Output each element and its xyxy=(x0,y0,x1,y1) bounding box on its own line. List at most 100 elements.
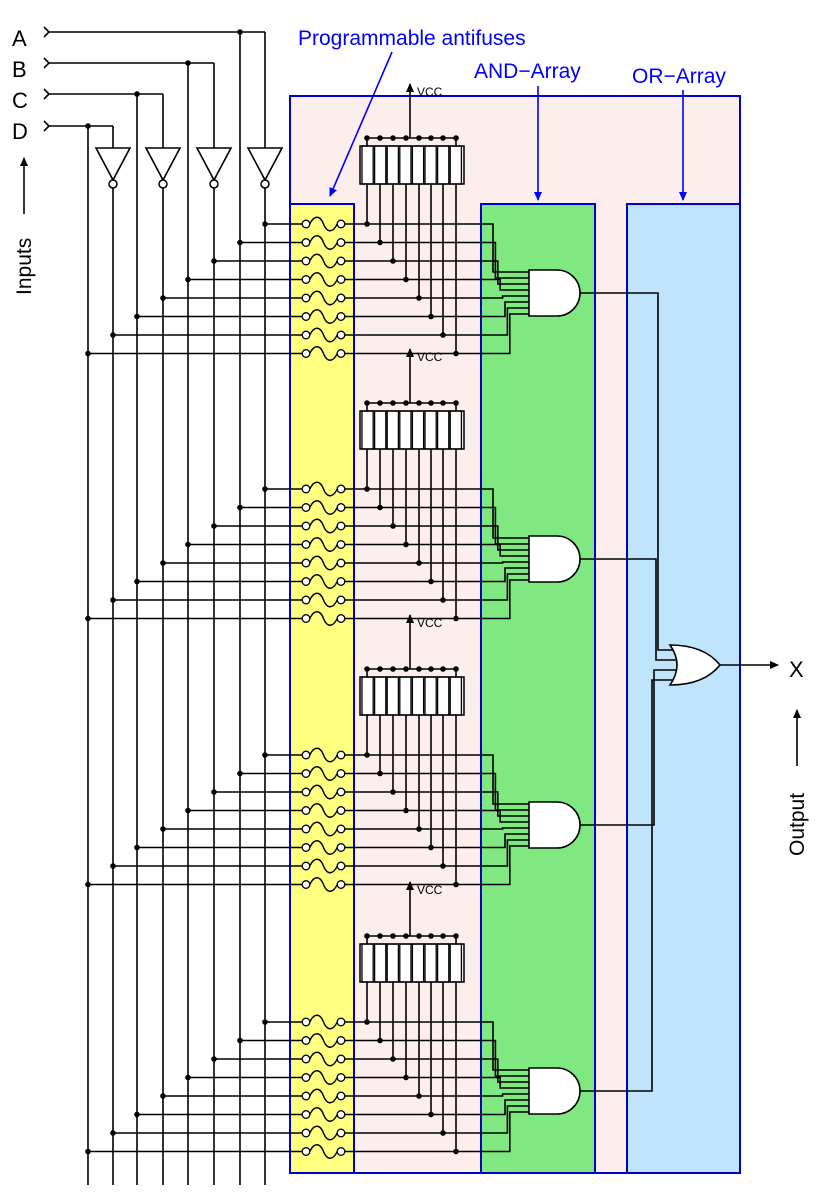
or-input-wire xyxy=(580,679,680,1092)
resistor-bank xyxy=(359,145,465,185)
antifuse-link xyxy=(309,766,338,781)
antifuse-terminal xyxy=(336,880,346,889)
pullup-resistor xyxy=(361,676,374,716)
inverter-gate xyxy=(246,147,284,182)
junction-dot xyxy=(416,666,422,672)
antifuse-terminal xyxy=(301,861,311,871)
antifuse-link xyxy=(309,821,338,837)
junction-dot xyxy=(428,313,434,320)
input-d-label: D xyxy=(12,119,28,144)
junction-dot xyxy=(428,1111,434,1118)
junction-dot xyxy=(110,863,116,869)
junction-dot xyxy=(364,135,370,141)
junction-dot xyxy=(440,1130,446,1136)
antifuse-link xyxy=(309,235,338,250)
antifuse-link xyxy=(309,309,338,324)
antifuse-terminal xyxy=(336,219,346,229)
antifuse-link xyxy=(309,747,338,763)
antifuse-link xyxy=(309,877,338,892)
input-chevron xyxy=(43,57,51,69)
junction-dot xyxy=(377,239,383,246)
antifuse-terminal xyxy=(301,824,311,834)
vcc-label: VCC xyxy=(417,616,443,630)
junction-dot xyxy=(134,1111,140,1118)
junction-dot xyxy=(416,1093,422,1099)
and-input-wire xyxy=(480,791,529,817)
and-input-wire xyxy=(480,561,529,564)
and-input-wire xyxy=(480,1076,529,1089)
antifuse-link xyxy=(309,1144,338,1159)
junction-dot xyxy=(262,221,268,227)
antifuse-terminal xyxy=(336,1091,346,1101)
pullup-resistor xyxy=(373,943,387,983)
antifuse-terminal xyxy=(301,330,311,340)
junction-dot xyxy=(390,258,396,264)
antifuse-link xyxy=(309,216,338,232)
or-gate xyxy=(668,644,722,686)
junction-dot xyxy=(440,597,446,603)
junction-dot xyxy=(377,400,383,406)
vcc-label: VCC xyxy=(417,85,443,99)
antifuse-terminal xyxy=(336,861,346,871)
antifuse-terminal xyxy=(301,349,311,358)
antifuse-terminal xyxy=(301,595,311,605)
junction-dot xyxy=(211,1056,217,1062)
antifuse-terminal xyxy=(301,312,311,321)
junction-dot xyxy=(364,221,370,227)
and-input-wire xyxy=(480,278,529,291)
pullup-resistor xyxy=(411,943,425,983)
antifuse-terminal xyxy=(336,558,346,568)
input-a-label: A xyxy=(12,26,27,51)
pullup-resistor xyxy=(424,943,437,983)
pullup-resistor xyxy=(449,943,463,983)
inverter-gate xyxy=(144,147,182,182)
antifuse-terminal xyxy=(301,843,311,852)
antifuse-terminal xyxy=(301,256,311,266)
antifuse-terminal xyxy=(336,614,346,623)
antifuse-terminal xyxy=(336,1054,346,1064)
antifuse-link xyxy=(309,784,338,800)
antifuse-link xyxy=(309,537,338,552)
antifuse-terminal xyxy=(301,787,311,797)
junction-dot xyxy=(428,844,434,851)
inverter-bubble xyxy=(209,179,219,189)
pullup-resistor xyxy=(424,676,437,716)
junction-dot xyxy=(160,1093,166,1099)
junction-dot xyxy=(364,752,370,758)
antifuse-terminal xyxy=(301,1073,311,1082)
antifuse-terminal xyxy=(336,595,346,605)
and-array-callout: AND−Array xyxy=(474,60,581,83)
antifuse-link xyxy=(309,1014,338,1030)
and-gate xyxy=(528,535,581,583)
antifuse-terminal xyxy=(301,275,311,284)
junction-dot xyxy=(134,844,140,851)
antifuse-link xyxy=(309,346,338,361)
antifuse-terminal xyxy=(301,1017,311,1027)
antifuse-link xyxy=(309,1125,338,1141)
antifuse-terminal xyxy=(336,1128,346,1138)
and-input-wire xyxy=(480,301,529,318)
pullup-resistor xyxy=(386,676,400,716)
junction-dot xyxy=(134,91,140,97)
and-input-wire xyxy=(480,1111,529,1153)
antifuse-link xyxy=(309,840,338,855)
and-input-wire xyxy=(480,1099,529,1116)
antifuse-link xyxy=(309,290,338,306)
pullup-resistor xyxy=(386,410,400,450)
junction-dot xyxy=(403,541,409,548)
and-array-block xyxy=(480,203,596,1174)
or-array-callout: OR−Array xyxy=(632,65,726,88)
junction-dot xyxy=(390,933,396,939)
inverter-bubble xyxy=(108,179,118,189)
antifuse-link xyxy=(309,253,338,269)
antifuse-link xyxy=(309,1051,338,1067)
and-input-wire xyxy=(480,223,529,273)
junction-dot xyxy=(110,332,116,338)
junction-dot xyxy=(390,523,396,529)
antifuse-link xyxy=(309,1088,338,1104)
antifuse-terminal xyxy=(336,750,346,760)
junction-dot xyxy=(416,933,422,939)
antifuse-link xyxy=(309,611,338,626)
and-input-wire xyxy=(480,754,529,805)
